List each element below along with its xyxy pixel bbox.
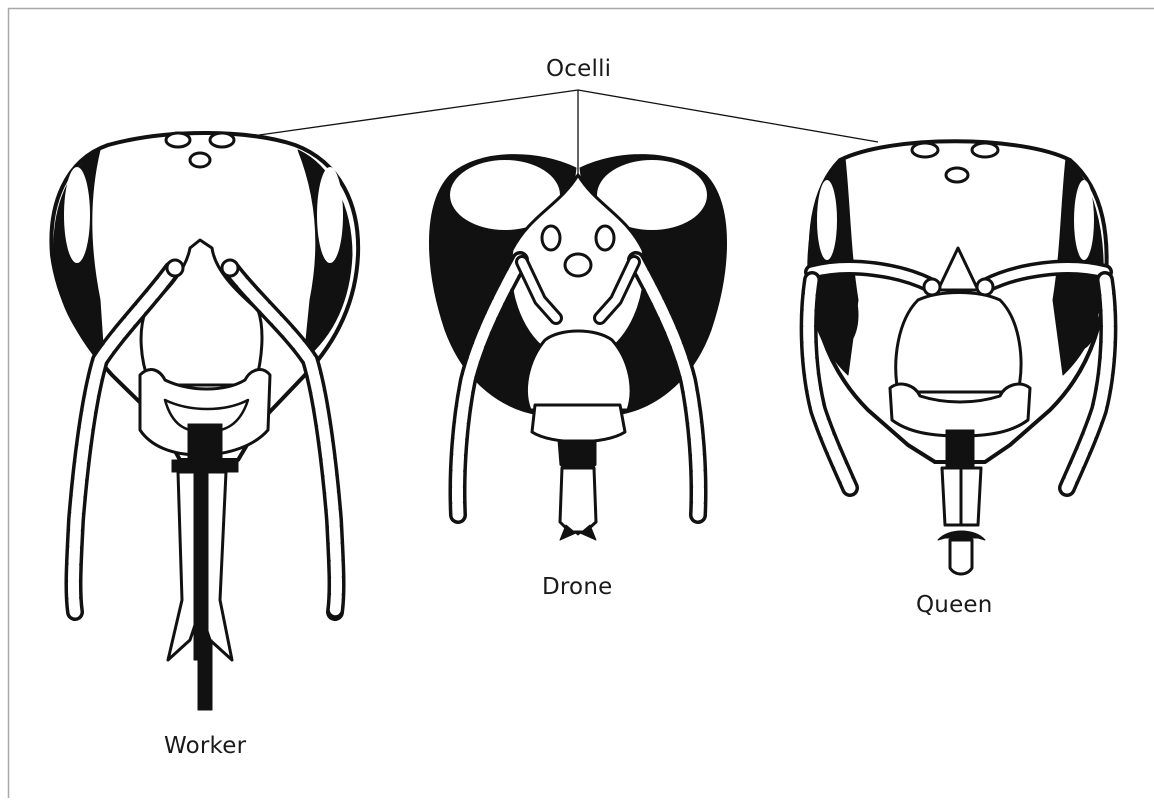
queen-antenna-socket-left xyxy=(924,279,940,295)
worker-antenna-socket-right xyxy=(222,260,238,276)
queen-label: Queen xyxy=(916,592,993,618)
queen-clypeus xyxy=(896,293,1021,393)
queen-eye-lobe-left xyxy=(818,280,858,350)
worker-glossa xyxy=(194,470,208,660)
drone-labrum xyxy=(532,405,625,442)
worker-label: Worker xyxy=(164,733,246,759)
worker-antenna-socket-left xyxy=(167,260,183,276)
leader-line-queen xyxy=(578,90,878,142)
worker-glossa-tip xyxy=(198,640,212,710)
worker-eye-highlight-right xyxy=(317,167,343,263)
queen-mentum xyxy=(946,430,974,470)
queen-eye-lobe-right xyxy=(1058,280,1098,350)
queen-glossa xyxy=(950,540,972,574)
drone-mentum xyxy=(558,440,596,470)
ocelli-label: Ocelli xyxy=(546,56,611,82)
drone-clypeus xyxy=(526,331,631,410)
leader-line-worker xyxy=(238,90,578,138)
drone-head xyxy=(429,155,726,540)
queen-head xyxy=(808,141,1109,574)
queen-eye-highlight-right xyxy=(1074,180,1094,260)
worker-mentum xyxy=(188,424,222,464)
drone-proboscis xyxy=(560,468,596,532)
drone-label: Drone xyxy=(542,574,612,600)
queen-eye-highlight-left xyxy=(817,180,837,260)
worker-eye-highlight-left xyxy=(64,167,90,263)
worker-head xyxy=(51,133,358,710)
